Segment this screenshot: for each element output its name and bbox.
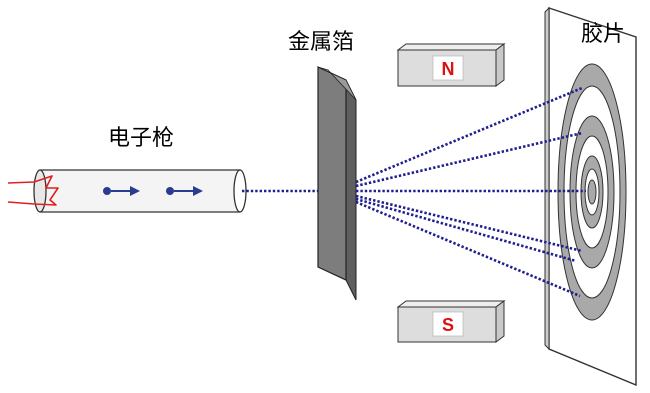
foil-face bbox=[317, 66, 347, 281]
electron-gun-label: 电子枪 bbox=[108, 126, 175, 151]
electron-1-icon bbox=[103, 186, 140, 196]
magnet-south-badge bbox=[432, 311, 464, 337]
beam-down-inner bbox=[355, 194, 583, 253]
center-spot bbox=[587, 179, 597, 205]
gun-tube-front-rim bbox=[233, 169, 247, 213]
electron-2-icon bbox=[166, 186, 203, 196]
magnet-south: S bbox=[396, 300, 506, 343]
magnet-north-badge bbox=[432, 55, 464, 81]
beam-down-mid bbox=[355, 197, 577, 263]
foil-side bbox=[345, 79, 357, 301]
metal-foil bbox=[317, 66, 357, 301]
beam-down-outer bbox=[355, 200, 581, 298]
diffraction-rings bbox=[557, 63, 627, 321]
film-panel-edge bbox=[544, 6, 550, 351]
filament-icon bbox=[7, 175, 59, 206]
beam-up-inner bbox=[355, 131, 583, 188]
metal-foil-label: 金属箔 bbox=[288, 30, 355, 55]
magnet-north: N bbox=[396, 43, 506, 87]
magnet-south-label: S bbox=[442, 315, 454, 335]
gun-tube-back-rim bbox=[33, 169, 47, 213]
electron-gun bbox=[7, 169, 247, 213]
diffracted-beams bbox=[355, 86, 586, 298]
film-label: 胶片 bbox=[581, 22, 626, 47]
beam-up-outer bbox=[355, 86, 583, 184]
foil-top bbox=[317, 66, 357, 101]
magnet-north-label: N bbox=[442, 59, 455, 79]
